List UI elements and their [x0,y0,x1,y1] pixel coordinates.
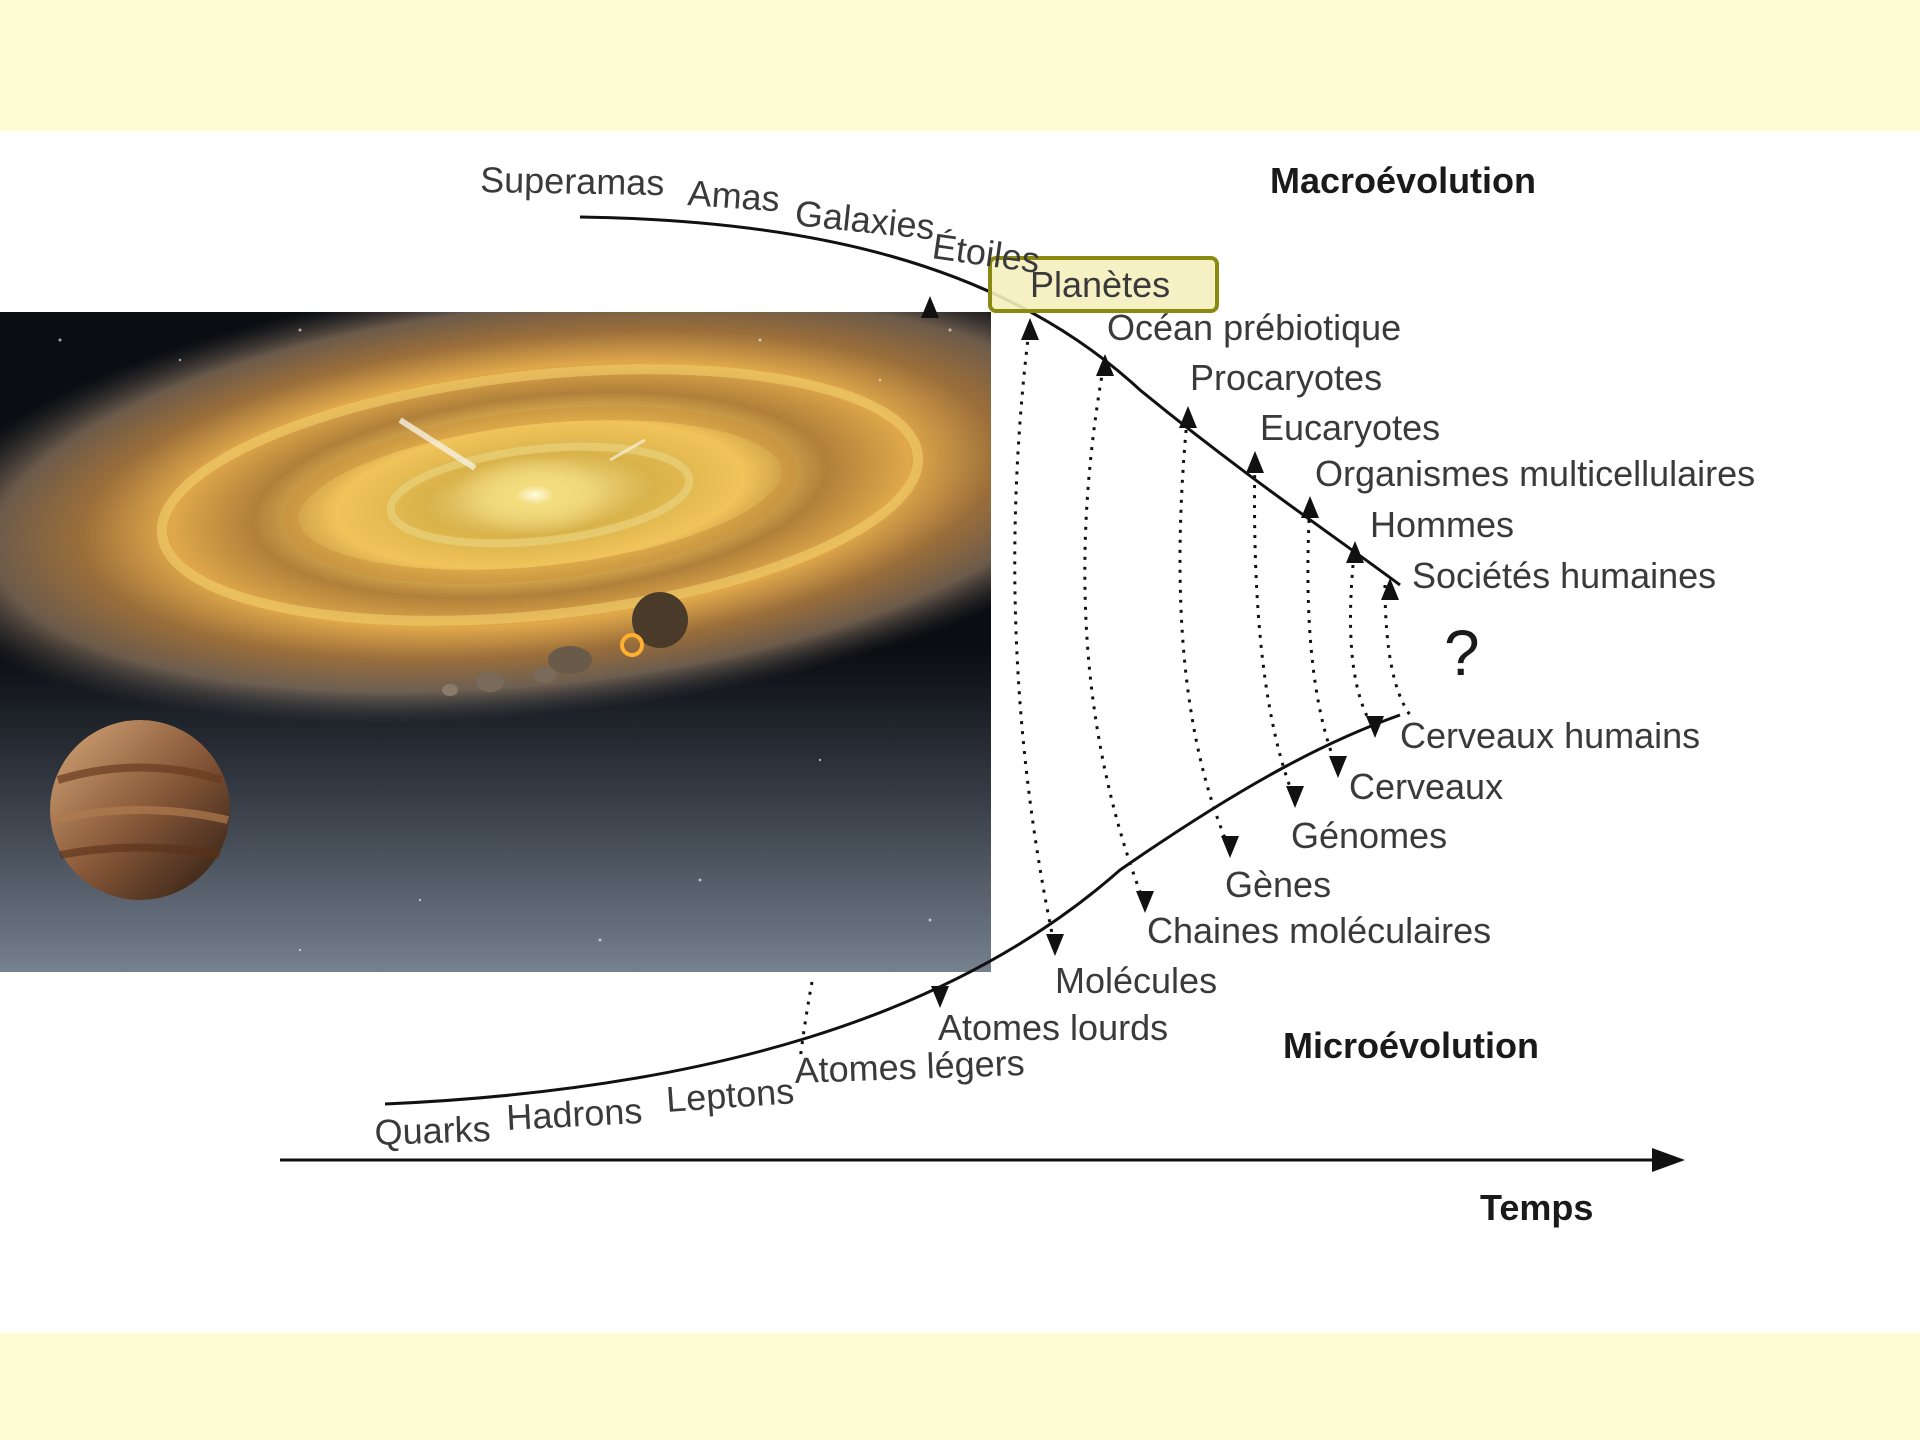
highlighted-label: Planètes [1030,264,1170,305]
macro-label: Organismes multicellulaires [1315,453,1755,494]
micro-heading: Microévolution [1283,1025,1539,1066]
macro-label: Océan prébiotique [1107,307,1401,348]
dotted-arrows [798,321,1412,1061]
micro-label: Hadrons [505,1090,643,1138]
question-mark: ? [1444,617,1480,689]
highlight-box [988,256,1219,313]
macro-labels: Superamas Amas Galaxies Étoiles Océan pr… [480,159,1755,596]
axis-label: Temps [1480,1187,1593,1228]
macro-label: Amas [686,172,781,219]
protoplanetary-disk-image [0,312,991,972]
micro-evolution-curve [384,713,1401,1106]
time-axis [280,1148,1685,1172]
micro-label: Gènes [1225,864,1331,905]
micro-labels: Quarks Hadrons Leptons Atomes légers Ato… [374,715,1700,1153]
micro-label: Leptons [665,1070,796,1120]
micro-label: Atomes lourds [938,1007,1168,1048]
micro-label: Atomes légers [794,1042,1025,1091]
arrowheads [921,296,1399,1008]
macro-label: Superamas [480,159,665,203]
macro-label: Eucaryotes [1260,407,1440,448]
macro-heading: Macroévolution [1270,160,1536,201]
macro-label: Procaryotes [1190,357,1382,398]
macro-label: Hommes [1370,504,1514,545]
micro-label: Quarks [374,1108,491,1153]
micro-label: Molécules [1055,960,1217,1001]
micro-label: Cerveaux [1349,766,1503,807]
micro-label: Génomes [1291,815,1447,856]
macro-label: Sociétés humaines [1412,555,1716,596]
micro-label: Chaines moléculaires [1147,910,1491,951]
micro-label: Cerveaux humains [1400,715,1700,756]
